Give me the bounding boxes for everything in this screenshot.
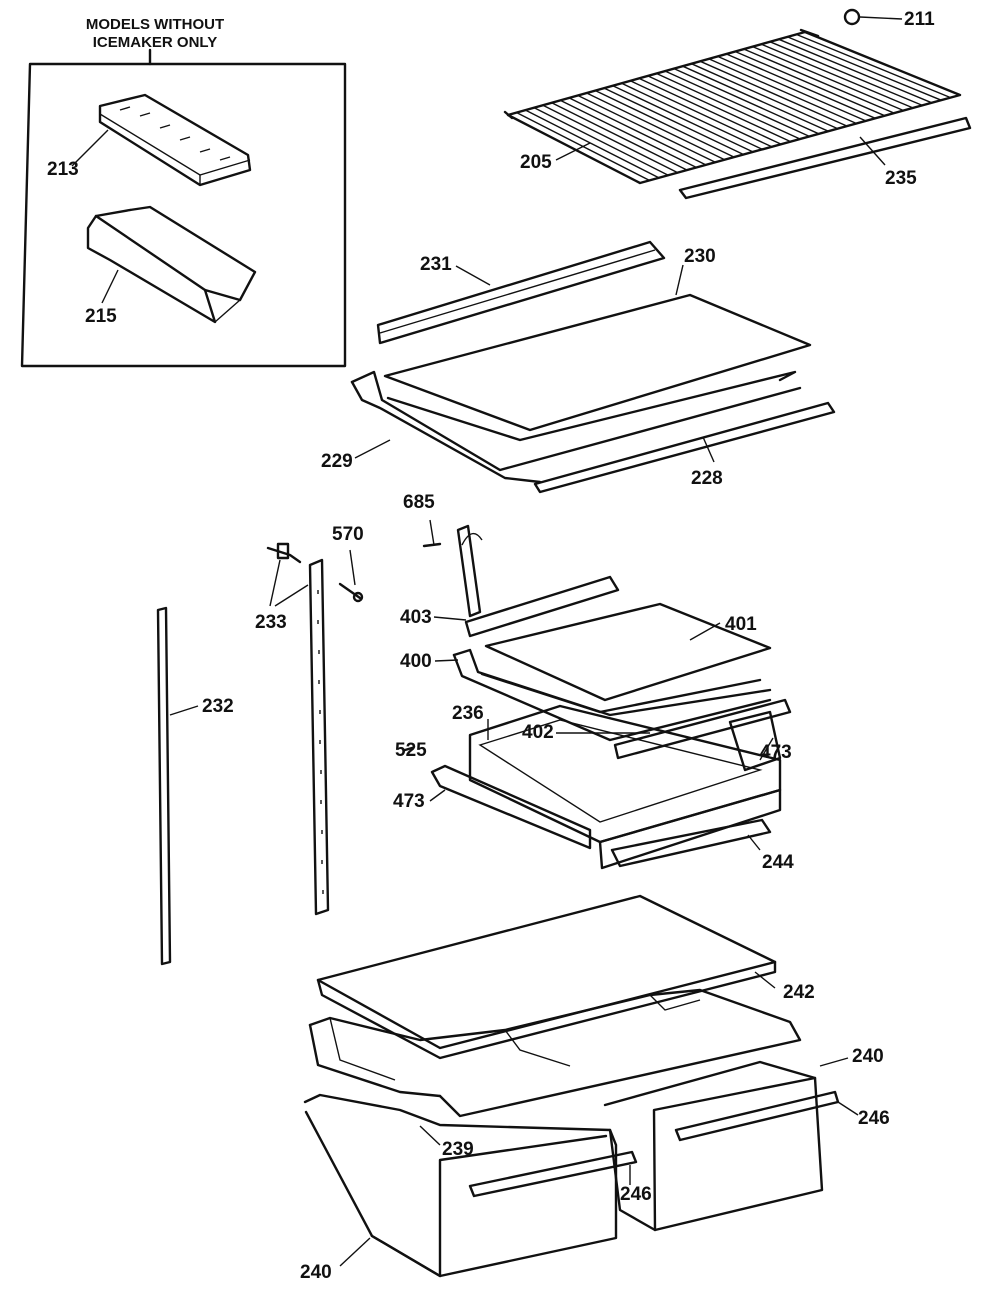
part-label-570: 570	[332, 524, 364, 545]
inset-title-line1: MODELS WITHOUT	[86, 16, 224, 33]
small-shelf-assembly	[422, 524, 772, 742]
part-label-230: 230	[684, 246, 716, 267]
part-label-236: 236	[452, 703, 484, 724]
part-label-205: 205	[520, 152, 552, 173]
icemaker-inset: MODELS WITHOUT ICEMAKER ONLY	[20, 16, 347, 368]
part-label-246-right: 246	[858, 1108, 890, 1129]
part-label-685: 685	[403, 492, 435, 513]
ice-bin	[86, 205, 257, 324]
part-label-228: 228	[691, 468, 723, 489]
part-label-240-left: 240	[300, 1262, 332, 1283]
meat-drawer	[430, 698, 792, 870]
part-label-232: 232	[202, 696, 234, 717]
part-label-233: 233	[255, 612, 287, 633]
part-label-229: 229	[321, 451, 353, 472]
part-label-402: 402	[522, 722, 554, 743]
left-crisper-bin	[303, 1093, 638, 1278]
left-ladder	[156, 606, 172, 966]
center-ladder	[308, 558, 330, 916]
crisper-frame	[308, 988, 802, 1118]
part-label-403: 403	[400, 607, 432, 628]
part-label-215: 215	[85, 306, 117, 327]
inset-title-line2: ICEMAKER ONLY	[93, 34, 217, 51]
part-label-231: 231	[420, 254, 452, 275]
part-label-213: 213	[47, 159, 79, 180]
part-label-401: 401	[725, 614, 757, 635]
wire-shelf	[503, 28, 972, 200]
part-label-473-right: 473	[760, 742, 792, 763]
part-label-242: 242	[783, 982, 815, 1003]
part-label-525: 525	[395, 740, 427, 761]
ice-tray	[98, 93, 252, 187]
glass-shelf-assembly	[350, 240, 836, 494]
part-label-235: 235	[885, 168, 917, 189]
part-label-240-right: 240	[852, 1046, 884, 1067]
bracket-233	[266, 542, 302, 564]
part-label-211: 211	[904, 9, 935, 30]
screw-570	[338, 582, 364, 603]
part-label-473-left: 473	[393, 791, 425, 812]
part-label-239: 239	[442, 1139, 474, 1160]
part-label-400: 400	[400, 651, 432, 672]
part-label-244: 244	[762, 852, 794, 873]
crisper-cover	[316, 894, 777, 1060]
part-label-246-left: 246	[620, 1184, 652, 1205]
